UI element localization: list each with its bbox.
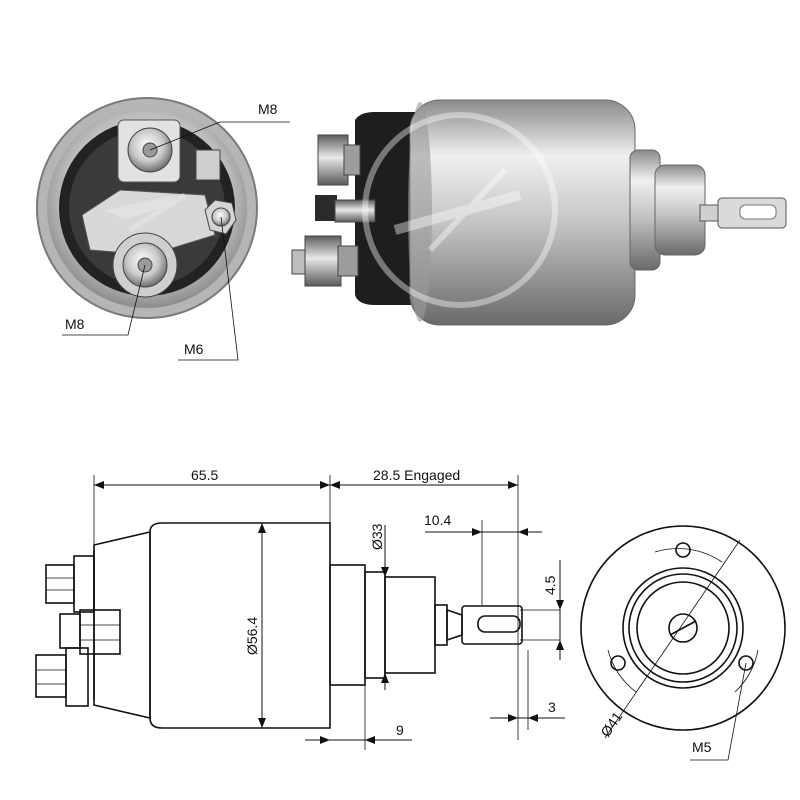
- label-m6: M6: [184, 341, 204, 357]
- watermark-logo: [105, 192, 187, 233]
- label-m8-top: M8: [258, 101, 278, 117]
- side-top-nut: [317, 134, 361, 186]
- dim-bolt-circle: Ø41: [597, 709, 625, 740]
- side-watermark-logo: [362, 112, 558, 308]
- dim-body-diameter: Ø56.4: [244, 617, 260, 655]
- drawing-terminals: [35, 555, 121, 707]
- dim-tab-length: 10.4: [424, 512, 451, 528]
- mounting-holes: [610, 542, 754, 671]
- side-middle-stud: [315, 195, 376, 223]
- dimension-lines: 65.5 28.5 Engaged 10.4 Ø33 Ø56.4 4.5: [93, 467, 565, 750]
- label-thread: M5: [692, 739, 712, 755]
- dim-plunger-travel: 28.5 Engaged: [373, 467, 460, 483]
- label-m8-bottom: M8: [65, 316, 85, 332]
- drawing-side-view: [35, 522, 560, 729]
- photo-callouts: M8 M8 M6: [62, 101, 290, 361]
- dim-collar-diameter: Ø33: [369, 523, 385, 550]
- dim-tab-hole: 4.5: [542, 575, 558, 595]
- photo-end-view: [36, 97, 258, 319]
- dim-body-length: 65.5: [191, 467, 218, 483]
- photo-side-view: [291, 99, 787, 326]
- m6-stud: [204, 199, 237, 235]
- side-bottom-nut: [291, 235, 359, 287]
- dim-collar-offset: 9: [396, 722, 404, 738]
- top-m8-stud: [117, 119, 181, 183]
- drawing-front-view: Ø41 M5: [580, 525, 786, 761]
- dim-tab-thickness: 3: [548, 699, 556, 715]
